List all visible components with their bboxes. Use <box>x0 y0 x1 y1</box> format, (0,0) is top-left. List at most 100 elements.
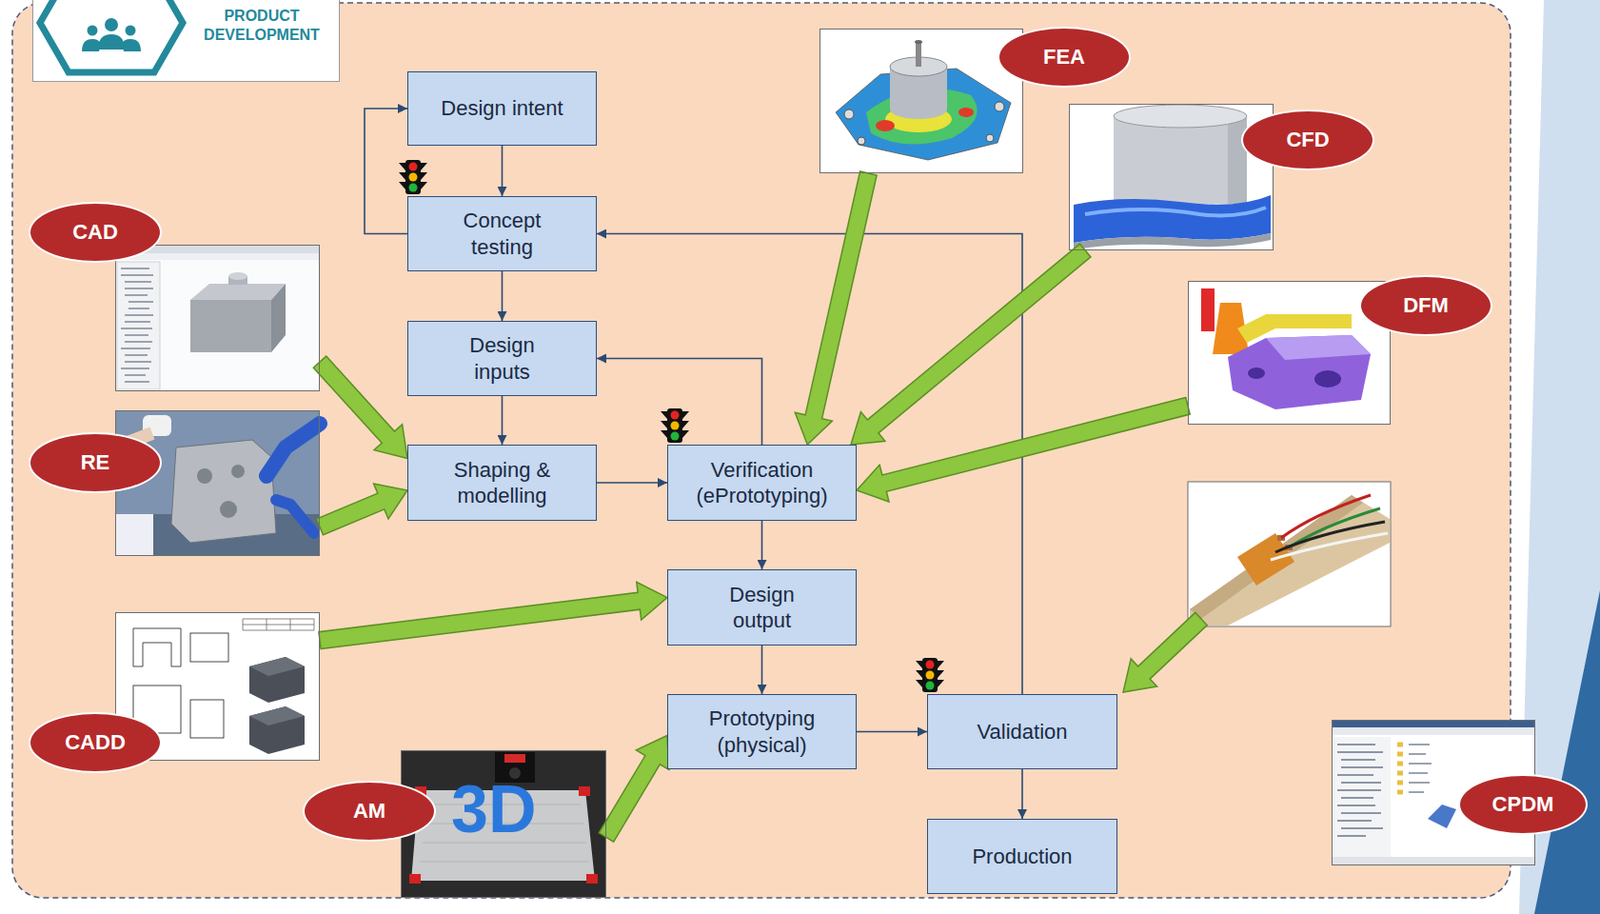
cfd-picture <box>1068 103 1274 251</box>
cfd-picture <box>1113 116 1247 204</box>
cfd-picture <box>1073 195 1271 243</box>
tool-arrow <box>856 397 1190 502</box>
traffic-lights <box>398 159 428 195</box>
cadd-picture <box>133 628 181 667</box>
fea-picture <box>914 39 923 44</box>
tool-picture: RE <box>115 410 320 556</box>
logo-icon <box>125 25 137 37</box>
cpdm-picture <box>1331 727 1536 735</box>
flow-arrow <box>596 358 763 446</box>
dfm-picture <box>1247 367 1265 379</box>
am-picture <box>409 873 421 884</box>
side-decoration <box>1534 590 1600 914</box>
tool-picture: CAD <box>115 244 320 392</box>
cadd-picture <box>249 656 305 703</box>
tool-picture: FEA <box>819 28 1024 174</box>
tool-label: CAD <box>28 201 162 263</box>
fea-picture <box>889 99 948 119</box>
fea-picture <box>994 101 1005 112</box>
tool-label: FEA <box>997 26 1131 88</box>
tool-label: CFD <box>1241 109 1375 171</box>
re-picture <box>197 468 213 484</box>
logo-icon <box>81 39 101 52</box>
fea-picture <box>875 119 895 132</box>
process-box: Concept testing <box>407 196 597 272</box>
tool-picture: CPDM <box>1331 719 1536 866</box>
strain-gauge-arrow <box>1123 612 1207 692</box>
fea-picture <box>958 107 974 118</box>
tool-arrow <box>318 581 668 649</box>
cpdm-picture <box>1331 856 1536 866</box>
re-picture <box>115 410 320 556</box>
flow-arrow <box>501 145 504 197</box>
tool-arrow <box>794 171 877 445</box>
strain-gauge-picture <box>1189 494 1390 626</box>
cfd-picture <box>1085 207 1266 216</box>
box-text: Shaping & modelling <box>431 456 574 510</box>
box-text: Design output <box>705 581 820 634</box>
cad-picture <box>190 299 272 353</box>
logo-icon <box>104 18 119 32</box>
process-box: Production <box>927 818 1118 894</box>
traffic-lights <box>915 657 945 692</box>
flow-arrow <box>501 395 504 445</box>
cadd-picture <box>242 618 315 631</box>
process-box: Validation <box>927 693 1118 770</box>
cpdm-picture <box>1331 719 1536 728</box>
background-panel <box>12 2 1511 898</box>
dfm-picture <box>1227 335 1371 410</box>
cad-picture <box>115 244 320 392</box>
strain-gauge-picture <box>1187 481 1391 627</box>
tool-picture: CFD <box>1068 103 1274 251</box>
cad-picture <box>115 244 320 392</box>
dfm-picture <box>1201 288 1215 332</box>
cadd-picture <box>249 706 305 726</box>
box-text: Prototyping (physical) <box>686 705 839 758</box>
cad-picture <box>117 261 160 390</box>
tool-arrow <box>850 243 1091 445</box>
cfd-picture <box>1113 104 1247 128</box>
fea-picture <box>986 134 994 142</box>
cpdm-picture <box>1408 744 1432 792</box>
process-box: Shaping & modelling <box>407 444 597 521</box>
flow-arrow <box>364 108 408 235</box>
process-box: Verification (ePrototyping) <box>667 444 857 521</box>
process-box: Prototyping (physical) <box>667 693 857 770</box>
tool-label: RE <box>28 432 162 494</box>
cad-picture <box>190 283 286 300</box>
cadd-picture <box>249 706 305 754</box>
re-picture <box>115 410 320 556</box>
tool-label: CPDM <box>1458 773 1588 835</box>
dfm-picture <box>1265 335 1371 360</box>
printed-model-label: 3D <box>451 772 536 847</box>
box-text: Validation <box>977 718 1068 746</box>
cad-picture <box>228 272 248 280</box>
process-box: Design output <box>667 569 857 646</box>
cpdm-picture <box>1427 804 1457 829</box>
box-text: Design inputs <box>445 332 560 385</box>
tool-picture: DFM <box>1187 280 1391 425</box>
traffic-lights <box>660 408 690 443</box>
cfd-picture <box>1073 233 1271 250</box>
tool-picture: CADD <box>115 612 320 761</box>
am-picture <box>400 750 607 898</box>
logo-icon <box>121 39 141 52</box>
re-picture <box>231 464 245 478</box>
cad-picture <box>271 283 286 353</box>
fea-picture <box>915 41 922 67</box>
flow-arrow <box>761 645 764 694</box>
box-text: Concept testing <box>442 207 562 260</box>
tool-label: CADD <box>28 711 162 773</box>
strain-gauge-picture <box>1237 533 1295 586</box>
flow-arrow <box>596 481 668 484</box>
re-picture <box>266 423 320 476</box>
cad-picture <box>120 268 154 382</box>
process-box: Design intent <box>407 71 597 146</box>
cpdm-picture <box>1337 744 1383 836</box>
fea-picture <box>819 28 1024 174</box>
logo-icon <box>98 34 125 50</box>
fea-picture <box>857 137 866 145</box>
fea-picture <box>844 109 854 119</box>
dfm-picture <box>1314 370 1342 388</box>
am-picture <box>504 753 526 763</box>
